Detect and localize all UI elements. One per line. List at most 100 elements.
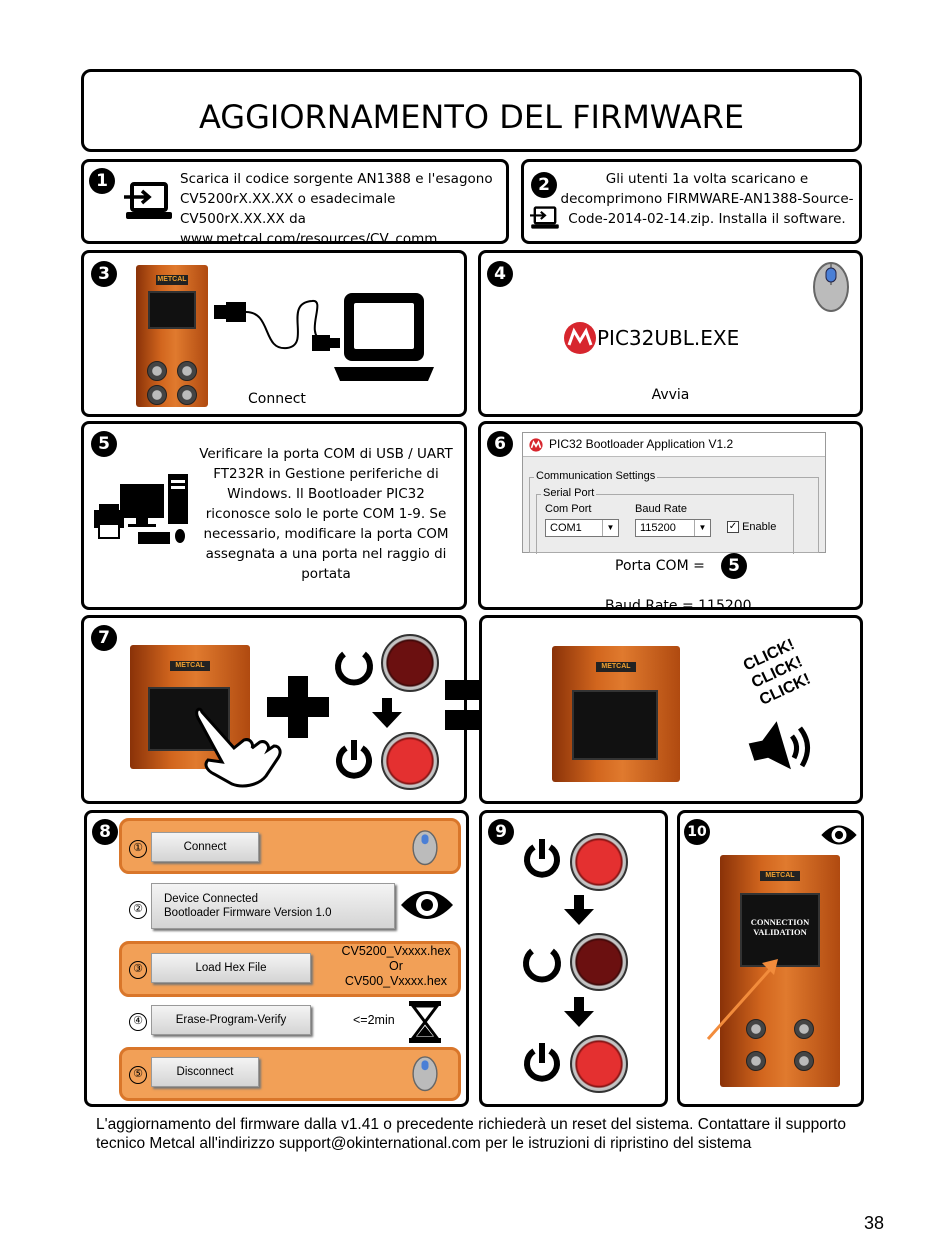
porta-com-label: Porta COM = <box>615 558 705 574</box>
plus-icon <box>267 676 329 738</box>
row-number: ① <box>129 840 147 858</box>
connection-validation-text: CONNECTION VALIDATION <box>750 917 810 937</box>
step-4-panel: 4 PIC32UBL.EXE Avvia <box>478 250 863 417</box>
speaker-sound-icon <box>748 721 810 770</box>
connect-button[interactable]: Connect <box>151 832 259 862</box>
step-8-panel: 8 ① Connect ② Device Connected Bootloade… <box>84 810 469 1107</box>
step-2-number: 2 <box>531 172 557 198</box>
laptop-download-icon <box>124 182 172 219</box>
device-knob <box>794 1051 814 1071</box>
device-connected-status: Device Connected Bootloader Firmware Ver… <box>151 883 395 929</box>
pointer-arrow-icon <box>706 959 778 1040</box>
laptop-icon <box>334 293 434 381</box>
microchip-logo-icon <box>529 438 543 452</box>
standby-icon <box>523 948 561 983</box>
metcal-logo: METCAL <box>156 275 188 285</box>
metcal-device: METCAL <box>552 646 680 782</box>
load-hex-file-label: Load Hex File <box>195 962 267 974</box>
communication-settings-label: Communication Settings <box>534 470 658 482</box>
metcal-device: METCAL <box>136 265 208 407</box>
chevron-down-icon: ▼ <box>694 520 710 536</box>
baud-rate-line: Baud Rate = 115200 <box>605 598 752 610</box>
device-knob <box>746 1019 766 1039</box>
usb-cable-icon <box>214 300 340 351</box>
step-2-panel: 2 Gli utenti 1a volta scaricano e decomp… <box>521 159 862 244</box>
disconnect-button[interactable]: Disconnect <box>151 1057 259 1087</box>
device-screen <box>572 690 658 760</box>
device-screen: CONNECTION VALIDATION <box>740 893 820 967</box>
metcal-device: METCAL CONNECTION VALIDATION <box>720 855 840 1087</box>
step-1-number: 1 <box>89 168 115 194</box>
step-7-panel: 7 METCAL <box>81 615 467 804</box>
hourglass-icon <box>409 1001 441 1043</box>
bootloader-window: PIC32 Bootloader Application V1.2 Commun… <box>522 432 826 554</box>
power-button-on <box>570 1035 628 1093</box>
erase-program-verify-button[interactable]: Erase-Program-Verify <box>151 1005 311 1035</box>
step-10-number: 10 <box>684 819 710 845</box>
erase-program-verify-label: Erase-Program-Verify <box>175 1014 287 1026</box>
serial-port-label: Serial Port <box>541 487 597 499</box>
arrow-down-icon <box>372 698 402 728</box>
power-button-on <box>381 732 439 790</box>
window-title-bar: PIC32 Bootloader Application V1.2 <box>523 433 825 457</box>
duration-note: <=2min <box>353 1013 395 1027</box>
load-hex-file-button[interactable]: Load Hex File <box>151 953 311 983</box>
step-10-panel: 10 METCAL CONNECTION VALIDATION <box>677 810 864 1107</box>
porta-com-step-ref: 5 <box>721 553 747 579</box>
com-port-label: Com Port <box>545 503 592 515</box>
arrow-down-icon <box>564 895 594 925</box>
step-7-result-panel: METCAL CLICK! CLICK! CLICK! <box>479 615 863 804</box>
metcal-logo: METCAL <box>760 871 800 881</box>
mouse-click-icon <box>412 830 438 866</box>
eye-icon <box>821 825 857 845</box>
com-port-select[interactable]: COM1 ▼ <box>545 519 619 537</box>
enable-label: Enable <box>742 521 777 534</box>
step-3-panel: 3 METCAL Connect <box>81 250 467 417</box>
step-1-text: Scarica il codice sorgente AN1388 e l'es… <box>180 171 493 244</box>
communication-settings-group: Communication Settings Serial Port Com P… <box>529 470 819 554</box>
step-2-text: Gli utenti 1a volta scaricano e decompri… <box>560 171 854 227</box>
standby-icon <box>335 651 373 686</box>
step-3-number: 3 <box>91 261 117 287</box>
power-icon <box>336 740 372 779</box>
step-7-number: 7 <box>91 625 117 651</box>
device-knob <box>177 385 197 405</box>
power-button-off <box>570 933 628 991</box>
arrow-down-icon <box>564 997 594 1027</box>
power-icon <box>524 839 560 878</box>
row-number: ④ <box>129 1013 147 1031</box>
step-4-number: 4 <box>487 261 513 287</box>
title-box: AGGIORNAMENTO DEL FIRMWARE <box>81 69 862 152</box>
step-5-text: Verificare la porta COM di USB / UART FT… <box>199 446 453 582</box>
row-number: ⑤ <box>129 1066 147 1084</box>
baud-rate-label: Baud Rate <box>635 503 687 515</box>
device-knob <box>177 361 197 381</box>
step-9-panel: 9 <box>479 810 668 1107</box>
page-number: 38 <box>864 1213 885 1233</box>
chevron-down-icon: ▼ <box>602 520 618 536</box>
device-knob <box>147 385 167 405</box>
device-knob <box>794 1019 814 1039</box>
power-button-off <box>381 634 439 692</box>
device-knob <box>746 1051 766 1071</box>
microchip-logo-icon <box>564 322 596 354</box>
step-4-caption: Avvia <box>651 387 690 403</box>
mouse-click-icon <box>412 1056 438 1092</box>
computer-peripherals-icon <box>94 474 188 544</box>
step-6-panel: 6 PIC32 Bootloader Application V1.2 Comm… <box>478 421 863 610</box>
baud-rate-select[interactable]: 115200 ▼ <box>635 519 711 537</box>
metcal-logo: METCAL <box>170 661 210 671</box>
page-title: AGGIORNAMENTO DEL FIRMWARE <box>198 98 745 136</box>
enable-checkbox[interactable]: ✓ Enable <box>727 521 777 534</box>
laptop-install-icon <box>530 206 559 229</box>
footer-note: L'aggiornamento del firmware dalla v1.41… <box>96 1116 846 1152</box>
serial-port-group: Serial Port Com Port COM1 ▼ Baud Rate 11… <box>536 487 794 554</box>
step-3-caption: Connect <box>248 391 306 407</box>
disconnect-button-label: Disconnect <box>176 1066 234 1078</box>
row-number: ③ <box>129 961 147 979</box>
device-knob <box>147 361 167 381</box>
baud-rate-value: 115200 <box>640 522 676 534</box>
step-5-panel: 5 Verificare la porta COM di USB / UART … <box>81 421 467 610</box>
step-5-number: 5 <box>91 431 117 457</box>
device-connected-label: Device Connected Bootloader Firmware Ver… <box>164 893 332 919</box>
